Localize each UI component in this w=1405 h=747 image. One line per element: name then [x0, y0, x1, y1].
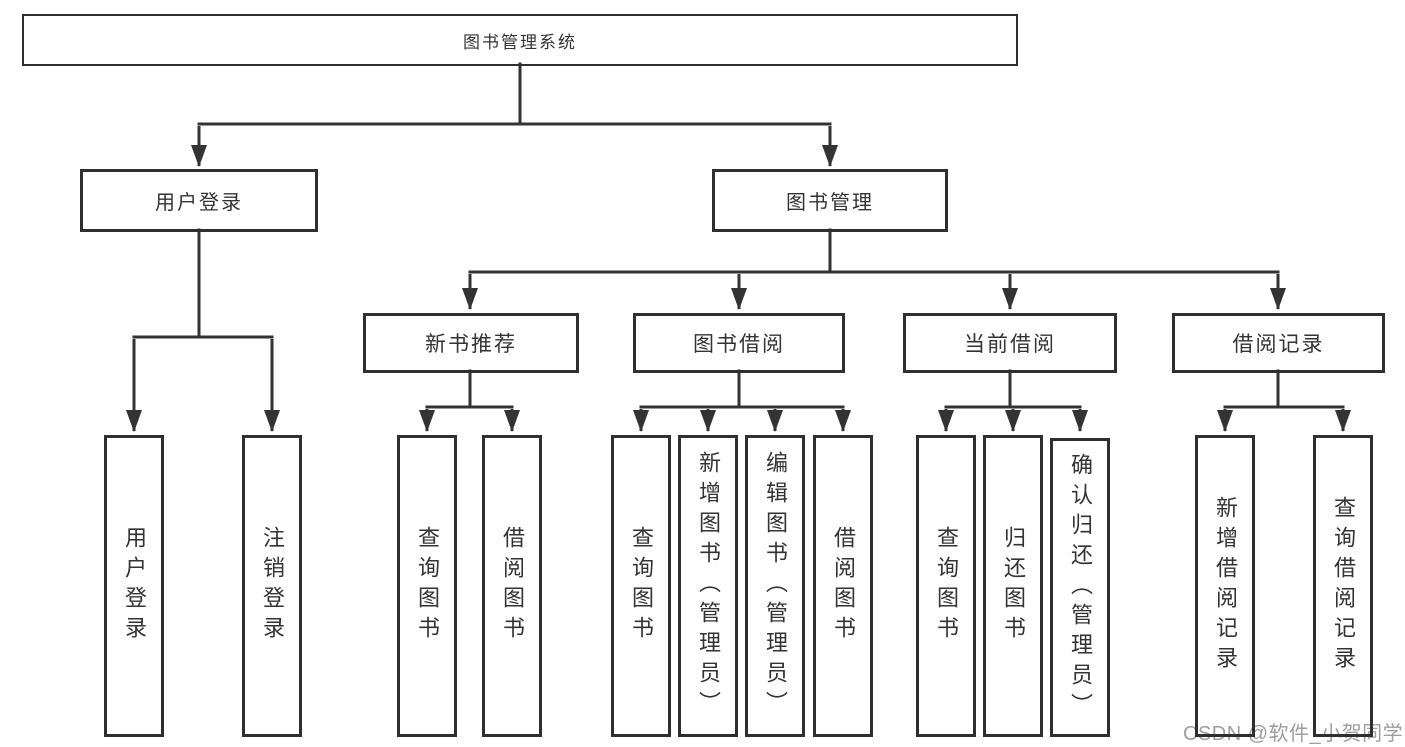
node-current-borrowing: 当前借阅 [903, 313, 1117, 373]
node-label: 新书推荐 [425, 333, 517, 356]
node-label: 图书借阅 [693, 333, 785, 356]
leaf-logout-login: 注销登录 [242, 435, 302, 737]
leaf-user-login: 用户登录 [104, 435, 164, 737]
leaf-label: 借阅图书 [831, 526, 856, 646]
node-borrowing-records: 借阅记录 [1172, 313, 1385, 373]
leaf-current-return-books: 归还图书 [983, 435, 1043, 737]
leaf-label: 查询图书 [415, 526, 440, 646]
leaf-newbooks-query-books: 查询图书 [397, 435, 457, 737]
leaf-label: 借阅图书 [500, 526, 525, 646]
node-library-management-system: 图书管理系统 [22, 14, 1018, 66]
leaf-borrowing-borrow-books: 借阅图书 [813, 435, 873, 737]
node-label: 借阅记录 [1232, 333, 1325, 356]
leaf-records-add-record: 新增借阅记录 [1195, 435, 1255, 737]
leaf-label: 查询借阅记录 [1331, 496, 1356, 676]
node-new-book-recommendation: 新书推荐 [363, 313, 579, 373]
leaf-label: 查询图书 [629, 526, 654, 646]
leaf-label: 归还图书 [1001, 526, 1026, 646]
leaf-newbooks-borrow-books: 借阅图书 [482, 435, 542, 737]
csdn-watermark: CSDN @软件_小贺同学 [1183, 723, 1404, 745]
node-user-login: 用户登录 [80, 169, 318, 232]
leaf-current-query-books: 查询图书 [916, 435, 976, 737]
leaf-label: 编辑图书（管理员） [763, 451, 788, 721]
node-label: 当前借阅 [964, 333, 1056, 356]
leaf-label: 新增借阅记录 [1213, 496, 1238, 676]
leaf-current-confirm-return-admin: 确认归还（管理员） [1050, 438, 1110, 737]
node-label: 用户登录 [155, 192, 243, 214]
leaf-label: 确认归还（管理员） [1068, 452, 1093, 723]
leaf-label: 新增图书（管理员） [696, 451, 721, 721]
node-book-borrowing: 图书借阅 [633, 313, 845, 373]
leaf-borrowing-query-books: 查询图书 [611, 435, 671, 737]
leaf-borrowing-add-books-admin: 新增图书（管理员） [678, 435, 738, 737]
leaf-records-query-record: 查询借阅记录 [1313, 435, 1373, 737]
leaf-borrowing-edit-books-admin: 编辑图书（管理员） [745, 435, 805, 737]
node-label: 图书管理 [786, 192, 874, 214]
leaf-label: 用户登录 [122, 526, 147, 646]
node-book-management: 图书管理 [712, 169, 948, 232]
leaf-label: 查询图书 [934, 526, 959, 646]
node-label: 图书管理系统 [463, 32, 577, 52]
leaf-label: 注销登录 [260, 526, 285, 646]
